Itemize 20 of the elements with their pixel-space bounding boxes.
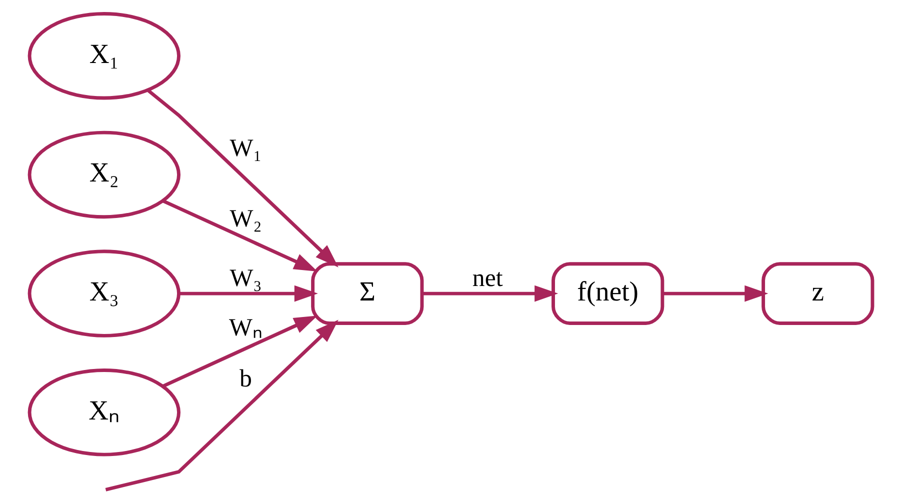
arrow	[162, 200, 318, 272]
edge-label: Wₙ	[228, 314, 262, 342]
arrow	[662, 285, 768, 302]
node-box: z	[761, 262, 874, 325]
edge-label: b	[239, 366, 252, 393]
arrow	[162, 316, 318, 388]
arrow	[146, 88, 338, 268]
edge-label: net	[472, 264, 502, 292]
node-box: Σ	[310, 262, 424, 325]
edge-label: W₁	[229, 134, 262, 162]
node-ellipse: X₃	[27, 250, 180, 338]
arrow	[104, 320, 338, 492]
edge-label: W₂	[229, 205, 262, 232]
arrow	[178, 285, 318, 302]
arrow	[422, 285, 558, 302]
node-ellipse: X₁	[27, 12, 180, 100]
node-box: f(net)	[551, 262, 664, 325]
edge-label: W₃	[229, 264, 262, 292]
node-ellipse: Xₙ	[27, 368, 180, 456]
node-ellipse: X₂	[27, 130, 180, 219]
